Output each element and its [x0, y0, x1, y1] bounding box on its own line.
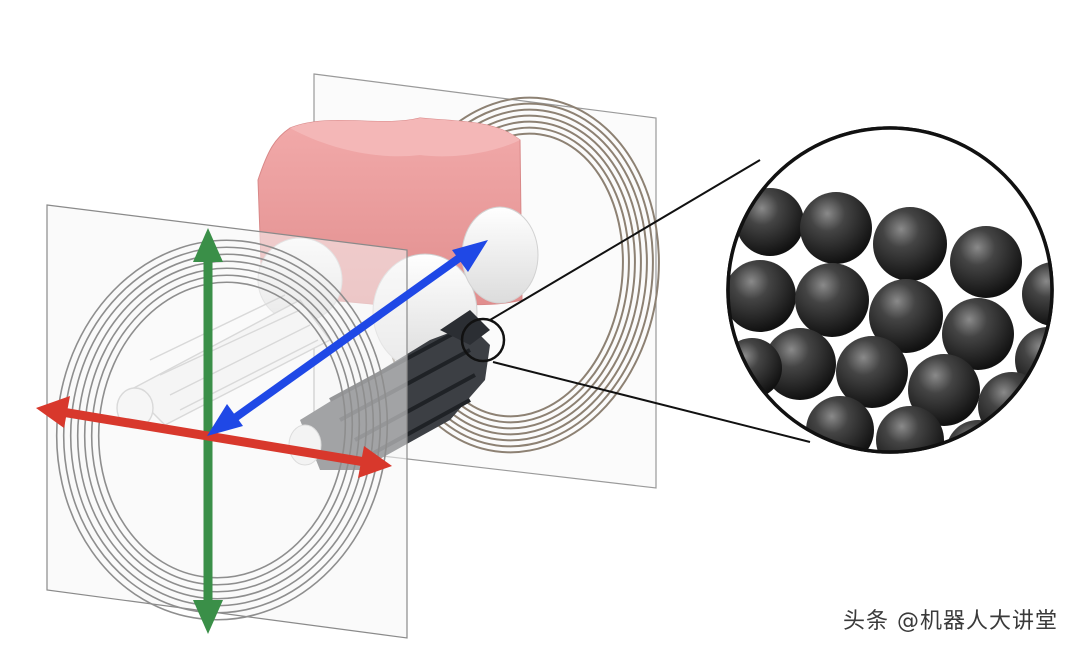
watermark-text: 头条 @机器人大讲堂	[843, 609, 1058, 634]
blue-diagonal-arrow	[207, 240, 488, 436]
green-vertical-arrow	[193, 228, 223, 634]
red-horizontal-arrow	[36, 396, 392, 478]
